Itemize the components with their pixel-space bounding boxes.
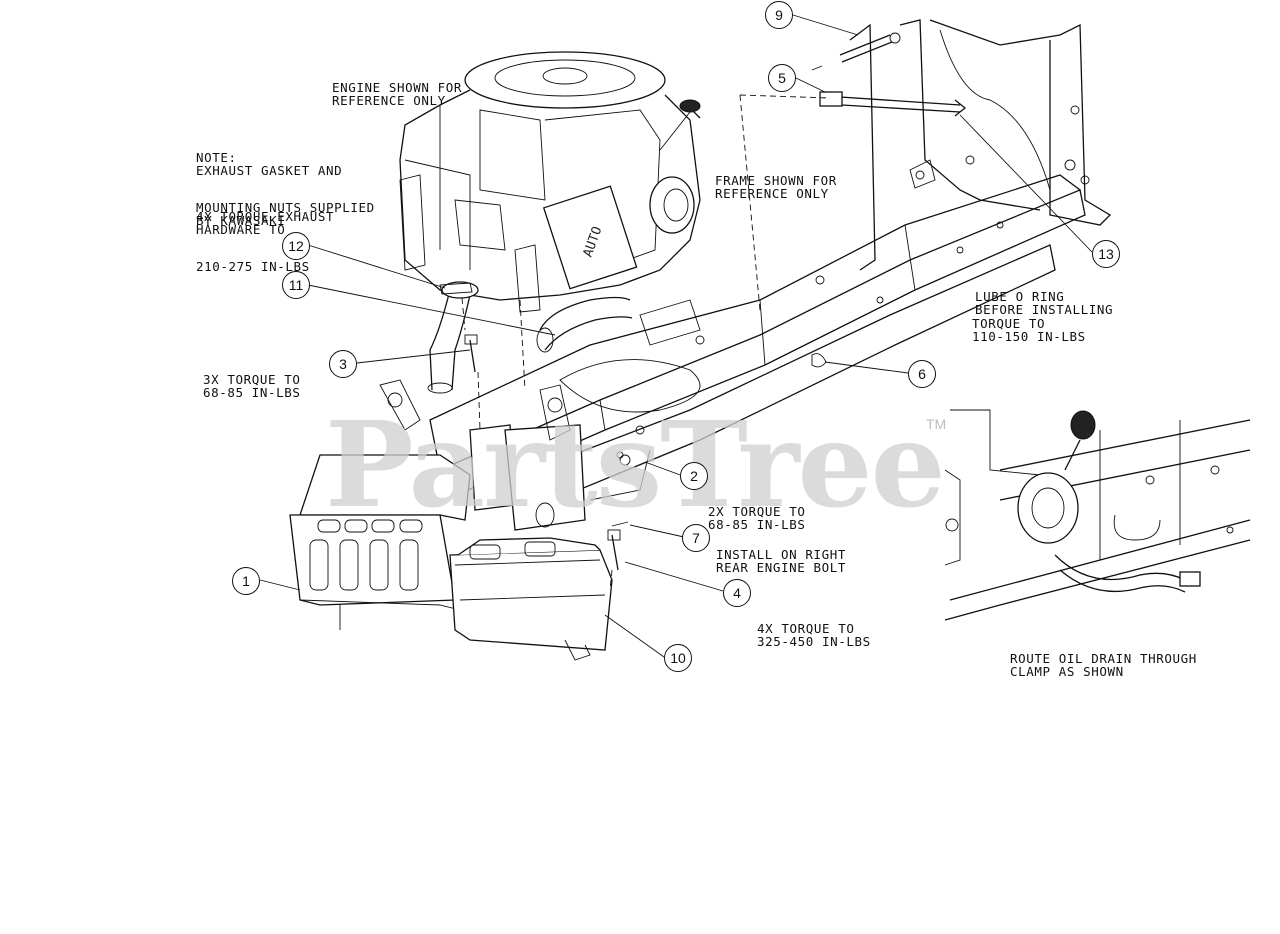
callout-10: 10 xyxy=(664,644,692,672)
muffler-guard-drawing xyxy=(289,454,471,630)
callout-5: 5 xyxy=(768,64,796,92)
engine-drawing: AUTO xyxy=(399,51,701,313)
mount-brackets-drawing xyxy=(379,379,651,531)
leader-lines xyxy=(259,14,1093,658)
exhaust-pipes-drawing xyxy=(427,281,633,394)
watermark-logo: PartsTree xyxy=(325,395,946,534)
callout-6: 6 xyxy=(908,360,936,388)
callout-13: 13 xyxy=(1092,240,1120,268)
callout-11: 11 xyxy=(282,271,310,299)
callout-12: 12 xyxy=(282,232,310,260)
callout-1: 1 xyxy=(232,567,260,595)
note-exhaust-gasket: NOTE:EXHAUST GASKET AND MOUNTING NUTS SU… xyxy=(196,150,375,228)
callout-7: 7 xyxy=(682,524,710,552)
callout-2: 2 xyxy=(680,462,708,490)
inset-detail-drawing xyxy=(944,409,1251,621)
trademark-mark: TM xyxy=(926,416,947,432)
callout-9: 9 xyxy=(765,1,793,29)
hardware-drawing xyxy=(439,32,967,591)
callout-4: 4 xyxy=(723,579,751,607)
callout-3: 3 xyxy=(329,350,357,378)
muffler-drawing xyxy=(449,537,613,661)
